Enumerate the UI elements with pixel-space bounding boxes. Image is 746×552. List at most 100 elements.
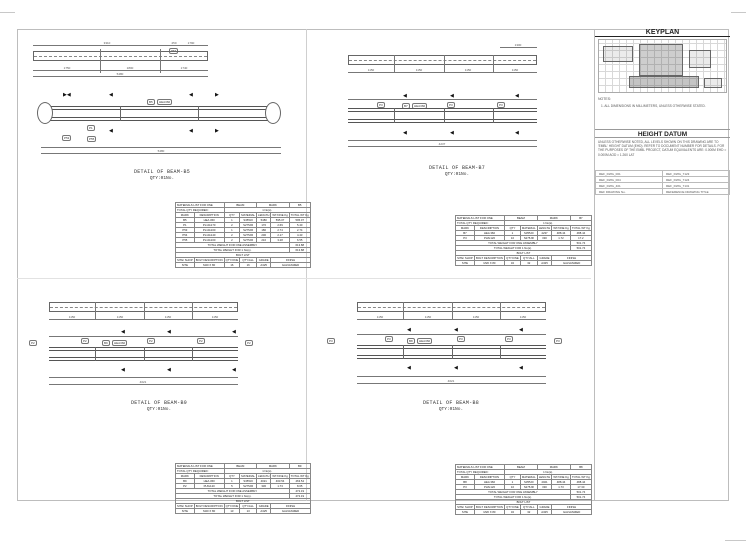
part-tag: P2 <box>245 340 253 346</box>
dimension-line <box>357 383 546 384</box>
dimension-text: 1740 <box>180 66 188 70</box>
detail-qty: QTY:01No. <box>438 407 464 412</box>
column-header: WT/ONE Kg <box>551 474 571 480</box>
column-header: WT/ONE Kg <box>270 212 290 218</box>
dimension-line <box>500 47 537 48</box>
part-tag: P2 <box>197 338 205 344</box>
dimension-text: 1150 <box>424 315 432 319</box>
section-mark: ◀ <box>454 365 458 371</box>
column-header: GRADE <box>256 257 272 263</box>
dimension-line <box>348 72 537 73</box>
dimension-text: 1150 <box>211 315 219 319</box>
column-header: QTY/ALL <box>519 504 538 510</box>
stiffener <box>452 345 453 359</box>
keyplan-building <box>689 50 711 68</box>
keyplan-building <box>704 78 722 88</box>
dimension-line <box>49 384 238 385</box>
detail-qty: QTY:01No. <box>149 176 175 181</box>
cell: M20 X 80 <box>193 262 225 268</box>
part-tag: P3 <box>377 102 385 108</box>
dimension-text: 3310 <box>103 41 111 45</box>
dimension-text: 1150 <box>511 68 519 72</box>
overall-dimension: 4237 <box>438 142 446 146</box>
detail-qty: QTY:01No. <box>146 407 172 412</box>
cell: 32 <box>504 260 521 266</box>
beam-elevation <box>357 345 546 359</box>
section-mark: ◀ <box>407 365 411 371</box>
beam-plan-view <box>33 51 208 61</box>
detail-title: DETAIL OF BEAM-B7 <box>428 165 486 171</box>
ref-drawing-header: REFERENCE DRAWING TITLE <box>662 188 730 195</box>
dimension-line <box>33 45 208 46</box>
dimension-line <box>348 146 537 147</box>
stiffener-mark <box>192 302 193 320</box>
cell: GALVANIZED <box>551 509 592 515</box>
stiffener <box>403 345 404 359</box>
dimension-text: 1150 <box>519 315 527 319</box>
section-mark: ◀ <box>121 367 125 373</box>
beam-plan-view <box>348 55 537 65</box>
dimension-line <box>357 334 546 335</box>
part-tag: P3 <box>554 338 562 344</box>
cell: SITE <box>455 260 475 266</box>
detail-beam-b7: 1300 1150 1150 1150 1150 ◀ ◀ ◀ B7 HEA360… <box>307 29 594 278</box>
part-tag: P55 <box>87 136 97 142</box>
column-header: BOLT DESCRIPTION <box>193 257 225 263</box>
part-tag: P3 <box>327 338 335 344</box>
cell: 13 <box>239 508 258 514</box>
stiffener-mark <box>394 55 395 73</box>
keyplan-image <box>598 39 727 93</box>
stiffener <box>95 347 96 361</box>
height-datum-text: UNLESS OTHERWISE NOTED, ALL LEVELS SHOWN… <box>598 140 727 157</box>
dimension-line <box>357 376 546 377</box>
column-header: QTY/ONE <box>504 504 521 510</box>
dimension-text: 1150 <box>367 68 375 72</box>
dimension-line <box>33 76 208 77</box>
ref-drawing-header: REF DRAWING No. <box>595 188 663 195</box>
column-header: LENGTH <box>536 474 553 480</box>
column-header: QTY/ALL <box>239 503 258 509</box>
crop-mark-top-right <box>731 12 746 13</box>
overall-dimension: 4021 <box>139 380 147 384</box>
dimension-text: 1150 <box>415 68 423 72</box>
notes-item: 1. ALL DIMENSIONS IN MILLIMETERS, UNLESS… <box>601 104 706 108</box>
keyplan-title: KEYPLAN <box>595 29 730 37</box>
cell: 16 <box>239 262 258 268</box>
dimension-text: 1150 <box>164 315 172 319</box>
column-header: MATERIAL <box>239 212 258 218</box>
cell: 32 <box>504 509 521 515</box>
dimension-text: 1150 <box>376 315 384 319</box>
beam-plan-view <box>357 302 546 312</box>
section-mark: ◀ <box>189 128 193 134</box>
stiffener-mark <box>160 49 161 73</box>
cell: GALVANIZED <box>270 508 311 514</box>
stiffener <box>198 106 199 121</box>
column-header: SITE/ SHOP <box>175 257 195 263</box>
dimension-text: 1750 <box>63 66 71 70</box>
column-header: LENGTH <box>256 212 272 218</box>
stiffener-mark <box>144 302 145 320</box>
column-header: SITE/ SHOP <box>455 504 475 510</box>
detail-title: DETAIL OF BEAM-B5 <box>133 169 191 175</box>
part-tag: P53 <box>62 135 72 141</box>
column-header: SITE/ SHOP <box>175 503 195 509</box>
dimension-text: 1150 <box>472 315 480 319</box>
stiffener-mark <box>100 49 101 73</box>
part-tag: P2 <box>29 340 37 346</box>
beam-plan-view <box>49 302 238 312</box>
overall-dimension: 5480 <box>157 149 165 153</box>
part-tag: P3 <box>505 336 513 342</box>
dimension-text: 1150 <box>464 68 472 72</box>
section-mark: ◀ <box>450 130 454 136</box>
stiffener <box>394 108 395 123</box>
stiffener-mark <box>403 302 404 320</box>
part-tag: B9 <box>102 340 110 346</box>
column-header: BOLT DESCRIPTION <box>193 503 225 509</box>
dimension-text: 1800 <box>126 66 134 70</box>
stiffener-mark <box>493 55 494 73</box>
part-tag: P2 <box>81 338 89 344</box>
